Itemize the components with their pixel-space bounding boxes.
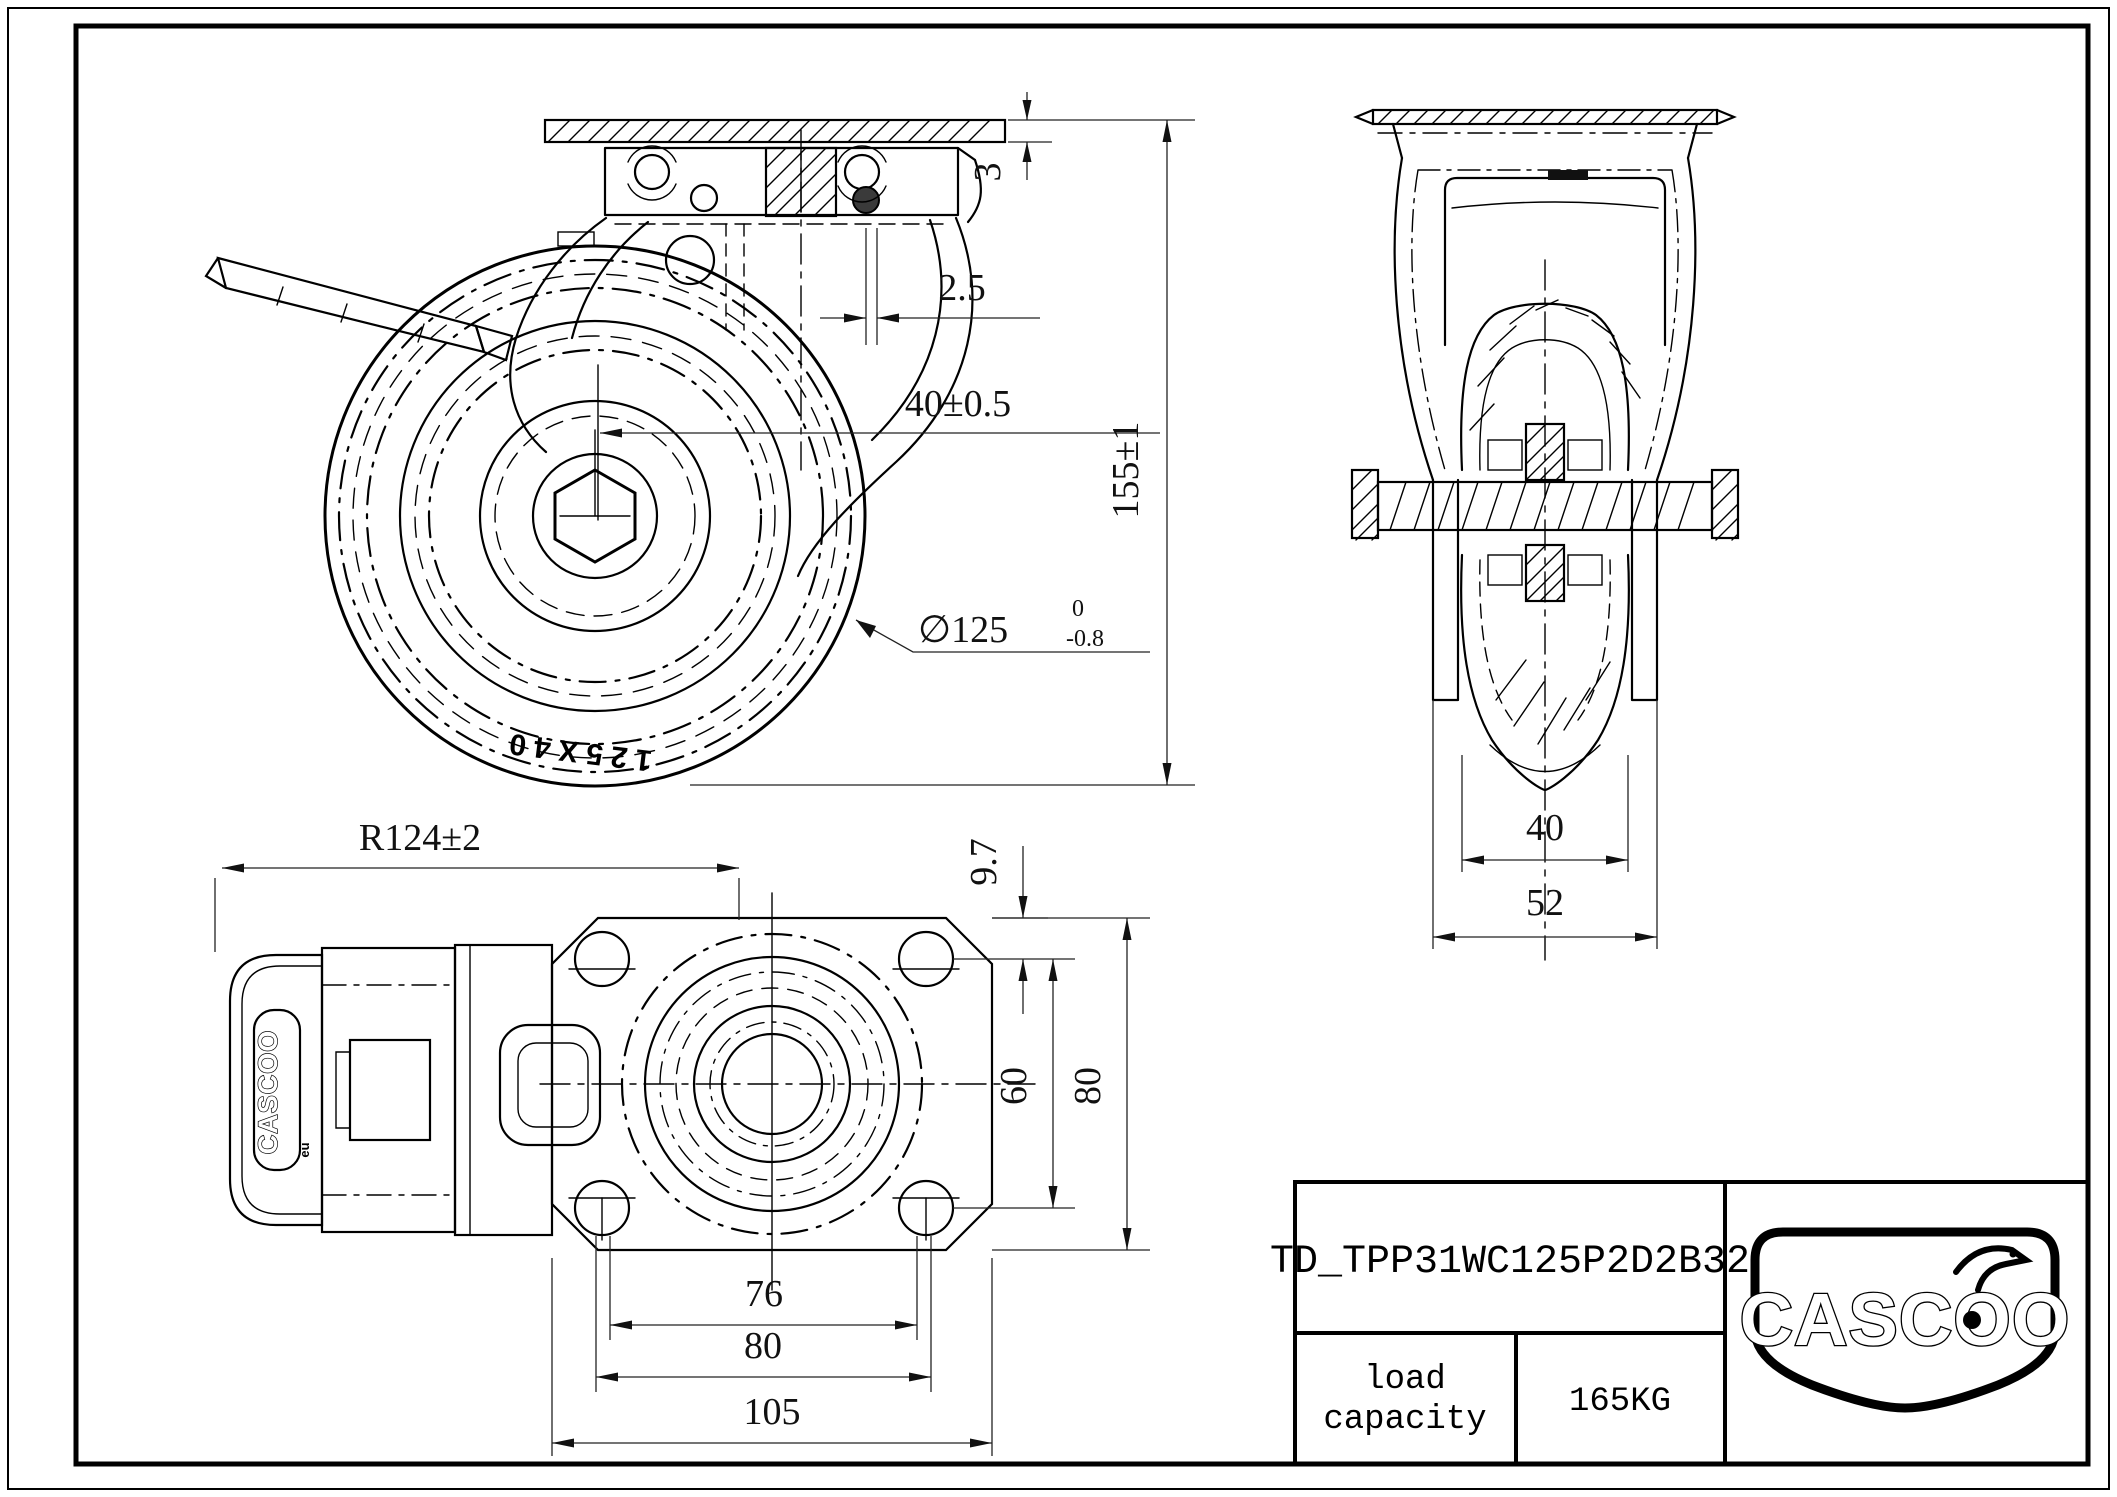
logo-wheel-hub-icon bbox=[1963, 1311, 1981, 1329]
dim-offset-small: 2.5 bbox=[820, 228, 1040, 345]
dim-text-76: 76 bbox=[745, 1273, 783, 1315]
front-view: 40 52 bbox=[1350, 108, 1740, 961]
dim-text-40-05: 40±0.5 bbox=[905, 383, 1011, 425]
dim-tread-width: 40 bbox=[1461, 755, 1629, 872]
dim-hole-edge-offset: 9.7 bbox=[953, 838, 1075, 1014]
front-wheel-upper bbox=[1460, 299, 1641, 482]
dim-text-155: 155±1 bbox=[1105, 422, 1147, 519]
logo-brand-text: CASCOO bbox=[1740, 1278, 2071, 1361]
bolt-hole bbox=[892, 930, 960, 988]
axle-hex-nut bbox=[553, 468, 637, 564]
bolt-hole bbox=[892, 1179, 960, 1241]
top-view: CASCOO eu R124±2 9.7 bbox=[214, 817, 1150, 1456]
dim-swing-radius: R124±2 bbox=[214, 817, 740, 952]
dim-text-52: 52 bbox=[1526, 882, 1564, 924]
front-mounting-plate bbox=[1353, 108, 1737, 134]
dim-plate-thickness: 3 bbox=[967, 92, 1195, 182]
pedal-brand-text: CASCOO bbox=[253, 1030, 283, 1155]
dim-text-2-5: 2.5 bbox=[938, 267, 986, 309]
dim-text-80-right: 80 bbox=[1067, 1067, 1109, 1105]
dim-text-60: 60 bbox=[993, 1067, 1035, 1105]
dim-text-dia125-tol-lower: -0.8 bbox=[1066, 626, 1104, 652]
dim-text-40: 40 bbox=[1526, 807, 1564, 849]
side-brake-lever bbox=[204, 256, 514, 362]
sheet-border bbox=[7, 7, 2110, 1490]
dim-swivel-offset: 40±0.5 bbox=[600, 383, 1160, 438]
dim-hub-width: 52 bbox=[1432, 700, 1658, 949]
pedal-small-text: eu bbox=[297, 1142, 312, 1157]
dim-hole-spacing-vertical: 60 bbox=[953, 959, 1075, 1209]
side-wheel: 125X40 bbox=[323, 244, 867, 788]
dim-text-3: 3 bbox=[967, 163, 1009, 182]
dim-text-80-bottom: 80 bbox=[744, 1325, 782, 1367]
dim-hole-spacing-outer: 80 bbox=[595, 1236, 932, 1392]
top-plate bbox=[539, 892, 1036, 1291]
side-centerlines bbox=[597, 129, 802, 521]
load-capacity-label-line2: capacity bbox=[1323, 1401, 1486, 1439]
front-swivel-housing bbox=[1391, 122, 1699, 702]
dim-plate-depth: 80 bbox=[992, 917, 1150, 1251]
top-brake-assembly: CASCOO eu bbox=[228, 943, 602, 1237]
dim-text-dia125: ∅125 bbox=[918, 609, 1008, 651]
bolt-hole bbox=[568, 1179, 636, 1241]
side-view: 125X40 3 2.5 40±0.5 bbox=[204, 92, 1195, 788]
dim-text-dia125-tol-upper: 0 bbox=[1072, 596, 1084, 622]
dim-total-height: 155±1 bbox=[690, 120, 1195, 786]
logo-bird-icon bbox=[1953, 1245, 2034, 1293]
part-number: TD_TPP31WC125P2D2B32 bbox=[1270, 1240, 1750, 1285]
bolt-hole bbox=[568, 930, 636, 988]
side-mounting-plate bbox=[543, 118, 1007, 144]
dim-text-105: 105 bbox=[744, 1391, 801, 1433]
cascoo-logo: CASCOO bbox=[1738, 1227, 2071, 1413]
load-capacity-value: 165KG bbox=[1569, 1383, 1671, 1421]
dim-text-9-7: 9.7 bbox=[963, 838, 1005, 886]
side-swivel-bearing bbox=[557, 145, 982, 247]
dim-wheel-diameter: ∅125 0 -0.8 bbox=[855, 596, 1150, 653]
side-fork bbox=[509, 216, 974, 578]
wheel-size-marking: 125X40 bbox=[500, 726, 654, 777]
logo-bird-eye-icon bbox=[2009, 1250, 2017, 1258]
dim-text-r124: R124±2 bbox=[359, 817, 481, 859]
dim-plate-width: 105 bbox=[551, 1258, 993, 1456]
title-block: TD_TPP31WC125P2D2B32 load capacity 165KG… bbox=[1270, 1180, 2090, 1466]
dim-hole-spacing-inner: 76 bbox=[609, 1236, 918, 1340]
load-capacity-label-line1: load bbox=[1364, 1361, 1446, 1399]
